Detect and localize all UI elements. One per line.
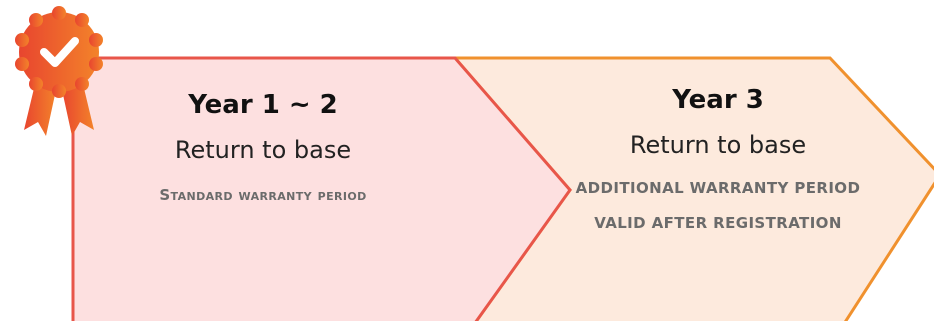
award-ribbon-checkmark-icon [15, 6, 103, 136]
panel-warranty-note: Standard warranty period [133, 180, 393, 211]
panel-service-mode: Return to base [629, 131, 807, 159]
panel-year-1-2-content: Year 1 ~ 2 Return to base Standard warra… [118, 88, 408, 211]
panel-year-3-content: Year 3 Return to base ADDITIONAL WARRANT… [568, 83, 868, 241]
panel-warranty-note-text: Standard warranty period [159, 186, 367, 204]
panel-warranty-note-text: ADDITIONAL WARRANTY PERIOD VALID AFTER R… [575, 179, 861, 232]
panel-year-title: Year 3 [672, 85, 764, 115]
panel-year-title: Year 1 ~ 2 [188, 90, 338, 120]
warranty-period-panel-year-1-2 [71, 56, 572, 321]
panel-warranty-note: ADDITIONAL WARRANTY PERIOD VALID AFTER R… [573, 171, 863, 241]
panel-service-mode: Return to base [174, 136, 352, 164]
